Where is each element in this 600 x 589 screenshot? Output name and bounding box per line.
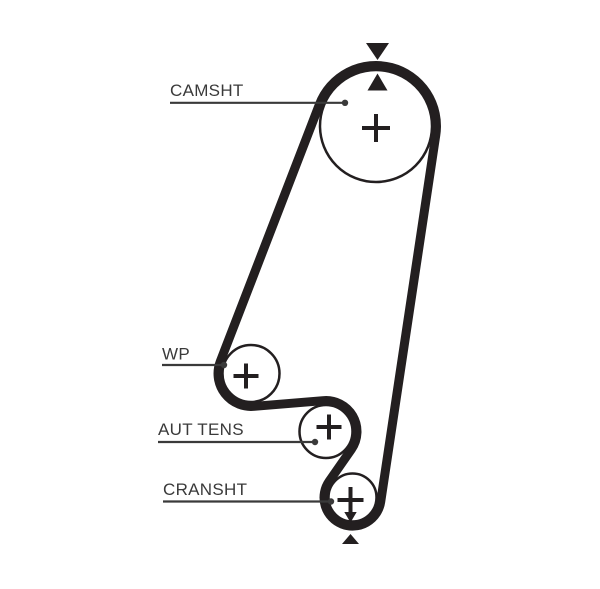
tensioner-label: AUT TENS <box>158 420 244 439</box>
crankshaft-pulley <box>327 472 378 523</box>
crankshaft-leader-dot <box>327 498 335 505</box>
water-pump-label: WP <box>162 345 190 364</box>
camshaft-pulley <box>318 68 434 184</box>
camshaft-timing-arrow-inner-icon <box>367 73 388 91</box>
crankshaft-center-cross-icon <box>337 487 364 513</box>
camshaft-label: CAMSHT <box>170 81 244 100</box>
crankshaft-timing-arrow-inner-icon <box>344 512 357 523</box>
timing-belt <box>213 61 441 531</box>
crankshaft-timing-arrow-outer-icon <box>342 534 359 544</box>
crankshaft-label: CRANSHT <box>163 480 247 499</box>
camshaft-center-cross-icon <box>362 114 390 142</box>
tensioner-pulley <box>298 403 354 460</box>
water-pump-leader-dot <box>220 361 228 369</box>
water-pump-pulley <box>221 343 281 404</box>
camshaft-timing-arrow-outer-icon <box>366 43 389 60</box>
water-pump-center-cross-icon <box>233 363 259 389</box>
tensioner-center-cross-icon <box>316 414 342 440</box>
tensioner-leader-dot <box>311 438 319 446</box>
camshaft-leader-dot <box>341 99 349 107</box>
